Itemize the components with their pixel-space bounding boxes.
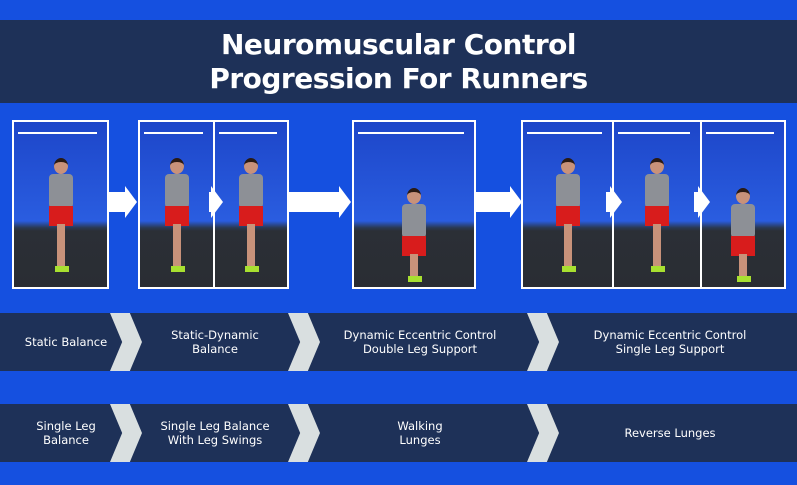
chevron-icon <box>527 313 559 371</box>
exercise-label: Walking Lunges <box>397 419 443 447</box>
photo-leg-swing-back <box>138 120 215 289</box>
arrow-icon <box>476 186 522 218</box>
chevron-icon <box>110 404 142 462</box>
chevron-icon <box>288 404 320 462</box>
photo-reverse-lunge-1 <box>521 120 614 289</box>
photo-single-leg-balance <box>12 120 109 289</box>
exercise-row: Single Leg Balance Single Leg Balance Wi… <box>0 404 797 462</box>
arrow-icon <box>109 186 137 218</box>
title-banner: Neuromuscular Control Progression For Ru… <box>0 20 797 103</box>
stage-label: Dynamic Eccentric Control Single Leg Sup… <box>593 328 747 356</box>
photo-reverse-lunge-3 <box>700 120 786 289</box>
photo-reverse-lunge-2 <box>612 120 702 289</box>
stage-label: Dynamic Eccentric Control Double Leg Sup… <box>343 328 497 356</box>
exercise-label: Reverse Lunges <box>624 426 716 440</box>
stage-row: Static Balance Static-Dynamic Balance Dy… <box>0 313 797 371</box>
stage-label: Static Balance <box>24 335 108 349</box>
chevron-icon <box>527 404 559 462</box>
exercise-label: Single Leg Balance With Leg Swings <box>160 419 270 447</box>
arrow-icon <box>694 186 710 218</box>
photo-walking-lunge <box>352 120 476 289</box>
arrow-icon <box>606 186 622 218</box>
title-line-1: Neuromuscular Control <box>220 28 577 61</box>
exercise-label: Single Leg Balance <box>36 419 96 447</box>
arrow-icon <box>289 186 351 218</box>
stage-label: Static-Dynamic Balance <box>171 328 259 356</box>
photo-leg-swing-forward <box>213 120 289 289</box>
title-line-2: Progression For Runners <box>209 62 588 95</box>
arrow-icon <box>209 186 223 218</box>
chevron-icon <box>288 313 320 371</box>
